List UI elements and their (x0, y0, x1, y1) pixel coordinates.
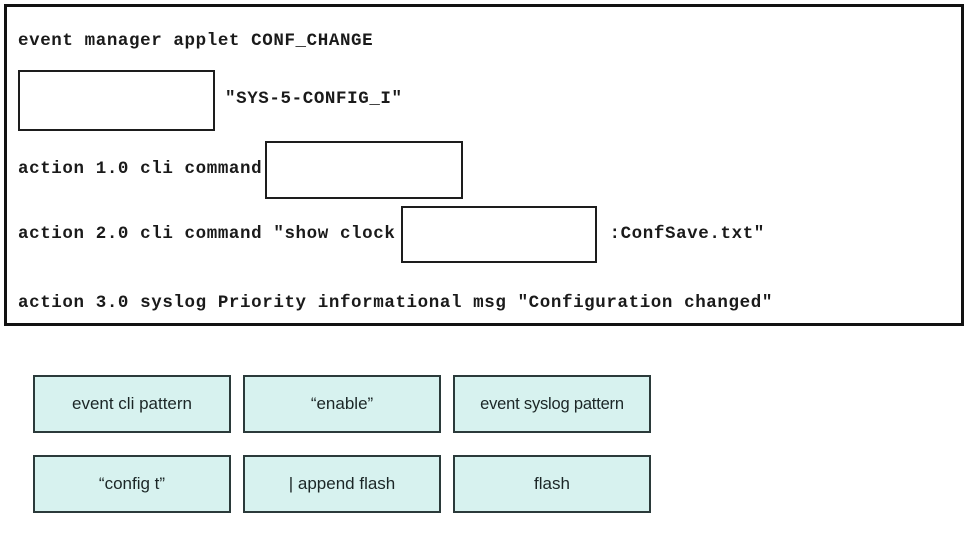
config-line-event-pattern: "SYS-5-CONFIG_I" (18, 67, 948, 133)
tile-event-cli-pattern[interactable]: event cli pattern (33, 375, 231, 433)
tile-label: event cli pattern (71, 394, 192, 413)
tile-event-syslog-pattern[interactable]: event syslog pattern (453, 375, 651, 433)
tile-enable[interactable]: “enable” (243, 375, 441, 433)
tile-append-flash[interactable]: | append flash (243, 455, 441, 513)
drop-target-action2-destination[interactable] (401, 206, 598, 263)
config-line-action-3: action 3.0 syslog Priority informational… (18, 293, 773, 313)
tile-label: event syslog pattern (480, 394, 624, 413)
config-text-action2-suffix: :ConfSave.txt" (609, 223, 765, 244)
tile-label: “config t” (98, 474, 166, 493)
tile-row: “config t” | append flash flash (33, 455, 673, 513)
answer-tile-bank: event cli pattern “enable” event syslog … (33, 375, 673, 535)
drop-target-action1-command[interactable] (265, 141, 464, 199)
configuration-panel: event manager applet CONF_CHANGE "SYS-5-… (4, 4, 964, 326)
config-line-applet: event manager applet CONF_CHANGE (18, 31, 374, 51)
tile-flash[interactable]: flash (453, 455, 651, 513)
tile-label: “enable” (310, 394, 374, 413)
tile-label: | append flash (288, 474, 396, 493)
config-text-action1-prefix: action 1.0 cli command (18, 159, 263, 180)
tile-label: flash (534, 474, 570, 493)
tile-row: event cli pattern “enable” event syslog … (33, 375, 673, 433)
config-line-action-1: action 1.0 cli command (18, 138, 948, 202)
tile-config-t[interactable]: “config t” (33, 455, 231, 513)
config-text-syslog-pattern-string: "SYS-5-CONFIG_I" (225, 89, 403, 110)
config-text-action2-prefix: action 2.0 cli command "show clock (18, 223, 396, 244)
config-line-action-2: action 2.0 cli command "show clock :Conf… (18, 203, 948, 266)
drop-target-event-pattern[interactable] (18, 69, 215, 131)
